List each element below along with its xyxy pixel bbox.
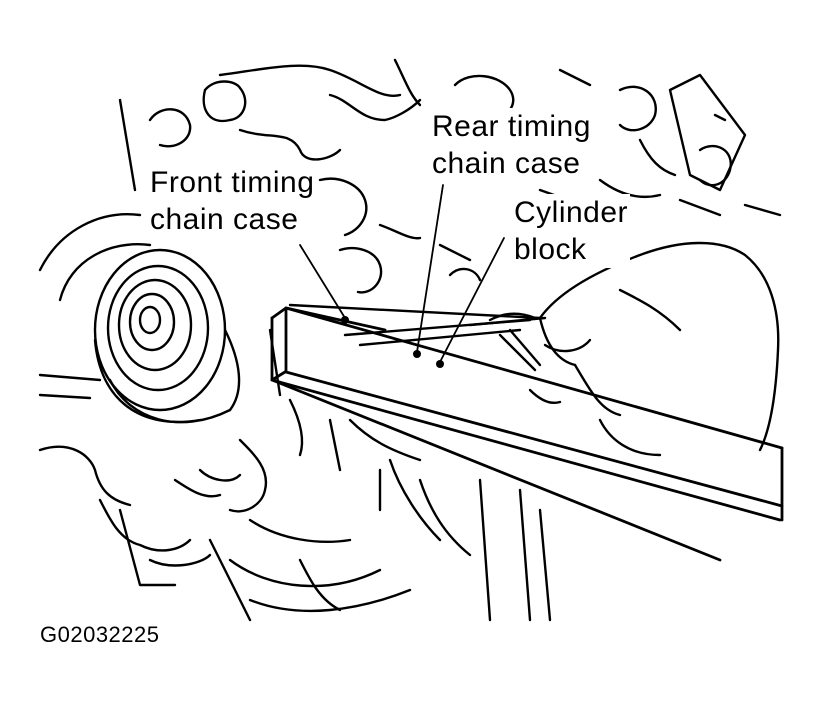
hand bbox=[488, 241, 780, 457]
cylinder-block-line1: Cylinder bbox=[514, 196, 629, 229]
rear-timing-chain-case-line2: chain case bbox=[432, 147, 581, 180]
rear-timing-chain-case-label: Rear timing chain case bbox=[430, 108, 593, 182]
leader-lines bbox=[299, 184, 505, 363]
dot-rear-case bbox=[413, 350, 421, 358]
leader-front-case bbox=[299, 244, 346, 319]
dot-front-case bbox=[341, 316, 349, 324]
front-timing-chain-case-line2: chain case bbox=[150, 203, 299, 236]
leader-cylinder-block bbox=[439, 237, 505, 363]
figure-code: G02032225 bbox=[40, 622, 160, 647]
cylinder-block-line2: block bbox=[514, 233, 587, 266]
straight-edge bbox=[270, 306, 784, 562]
rear-timing-chain-case-line1: Rear timing bbox=[432, 110, 591, 143]
dot-cylinder-block bbox=[436, 360, 444, 368]
gasket-surface-lines bbox=[288, 303, 547, 347]
engine-lower-outline bbox=[38, 328, 552, 622]
front-timing-chain-case-line1: Front timing bbox=[150, 166, 315, 199]
cylinder-block-label: Cylinder block bbox=[512, 194, 631, 268]
leader-rear-case bbox=[416, 184, 444, 353]
leader-dots bbox=[341, 316, 444, 368]
crankshaft-pulley bbox=[38, 213, 241, 424]
front-timing-chain-case-label: Front timing chain case bbox=[148, 164, 317, 238]
